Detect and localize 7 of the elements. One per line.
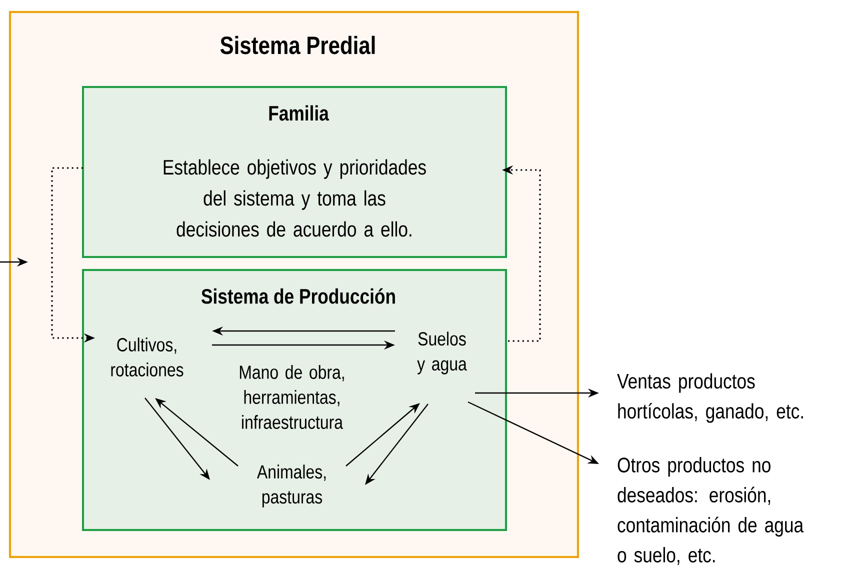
component-label: Suelos y agua — [417, 332, 467, 374]
component-label: Mano de obra, herramientas, infraestructura — [240, 365, 344, 429]
component-label: Animales, pasturas — [257, 464, 326, 508]
component-label: Cultivos, rotaciones — [111, 338, 184, 376]
output-label: Otros productos no deseados: erosión, contaminación de agua o suelo, etc. — [618, 457, 804, 565]
output-label: Ventas productos hortícolas, ganado, etc. — [617, 373, 803, 423]
process-box: Familia Establece objetivos y prioridades del sistema y toma las decisiones de acuerdo a ello. — [82, 86, 507, 258]
